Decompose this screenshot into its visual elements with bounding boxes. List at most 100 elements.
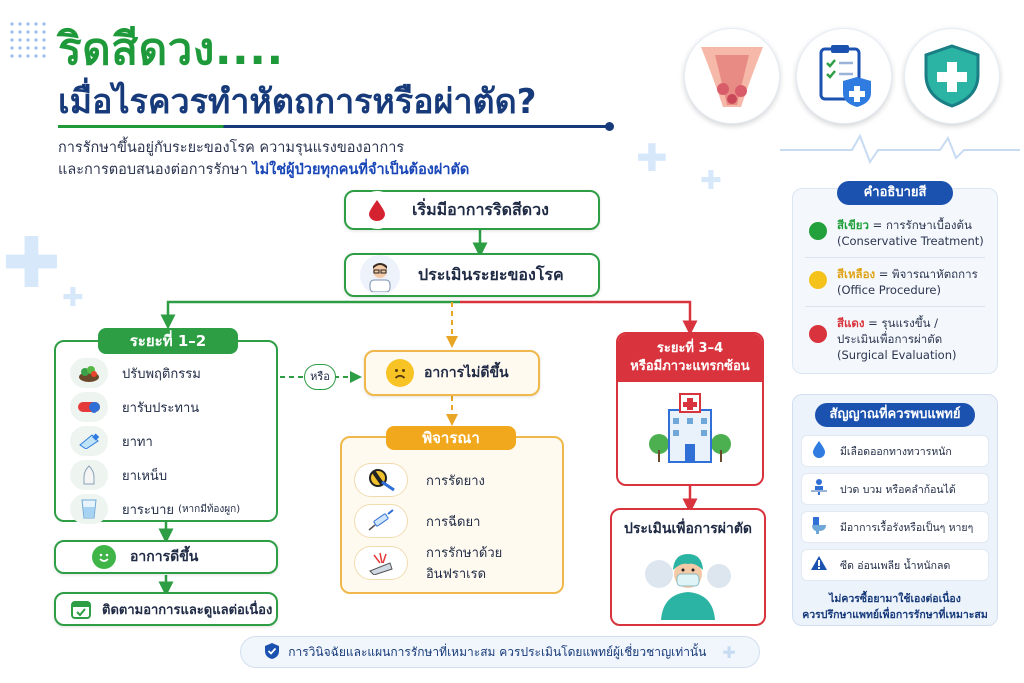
item-note: (หากมีท้องผูก) — [178, 503, 241, 515]
start-symptoms-box: เริ่มมีอาการริดสีดวง — [344, 190, 600, 230]
start-symptoms-label: เริ่มมีอาการริดสีดวง — [412, 199, 549, 219]
list-item: การรักษาด้วยอินฟราเรด — [354, 542, 558, 584]
medical-shield-icon — [904, 28, 1000, 124]
surgeon-icon — [612, 544, 764, 620]
legend-text: สีเหลือง = พิจารณาหัตถการ (Office Proced… — [837, 266, 978, 298]
warning-text: มีเลือดออกทางทวารหนัก — [840, 445, 952, 458]
water-glass-icon — [70, 494, 108, 524]
green-dot — [809, 222, 827, 240]
warning-item: มีอาการเรื้อรังหรือเป็นๆ หายๆ — [801, 511, 989, 543]
symptoms-better-label: อาการดีขึ้น — [130, 549, 199, 565]
legend-title: คำอธิบายสี — [837, 181, 953, 205]
item-label: ยาเหน็บ — [122, 468, 168, 484]
item-label: ยาทา — [122, 434, 153, 450]
smile-icon — [92, 545, 116, 569]
hospital-icon — [618, 392, 762, 464]
legend-item-green: สีเขียว = การรักษาเบื้องต้น (Conservativ… — [809, 217, 987, 249]
item-label: การรักษาด้วยอินฟราเรด — [426, 546, 503, 582]
warning-title: สัญญาณที่ควรพบแพทย์ — [815, 403, 975, 427]
stage34-sublabel: หรือมีภาวะแทรกซ้อน — [630, 359, 750, 374]
calendar-icon — [70, 598, 92, 620]
divider — [805, 306, 985, 307]
item-label: ปรับพฤติกรรม — [122, 366, 201, 382]
stage12-list: ปรับพฤติกรรม ยารับประทาน ยาทา ยาเหน็บ ยา… — [70, 356, 270, 526]
legend-line-2: ประเมินเพื่อการผ่าตัด — [837, 332, 943, 346]
shield-check-icon — [264, 642, 280, 663]
surgery-evaluation-label: ประเมินเพื่อการผ่าตัด — [623, 521, 753, 537]
toilet-icon — [808, 516, 830, 538]
warning-item: ปวด บวม หรือคลำก้อนได้ — [801, 473, 989, 505]
footer-banner: การวินิจฉัยและแผนการรักษาที่เหมาะสม ควรป… — [240, 636, 760, 668]
surgery-evaluation-panel: ประเมินเพื่อการผ่าตัด — [610, 508, 766, 626]
list-item: ยาระบาย (หากมีท้องผูก) — [70, 492, 270, 526]
sad-face-icon — [386, 359, 414, 387]
intro-text: การรักษาขึ้นอยู่กับระยะของโรค ความรุนแรง… — [58, 137, 469, 181]
decorative-plus-icon: ✚ — [700, 166, 722, 196]
or-badge: หรือ — [304, 364, 336, 390]
warning-note-line-1: ไม่ควรซื้อยามาใช้เองต่อเนื่อง — [829, 593, 961, 605]
list-item: การรัดยาง — [354, 460, 558, 500]
decorative-plus-icon: ✚ — [2, 222, 61, 304]
yellow-dot — [809, 271, 827, 289]
alert-icon — [808, 555, 830, 575]
clipboard-shield-icon — [796, 28, 892, 124]
legend-line: สีเขียว = การรักษาเบื้องต้น — [837, 218, 972, 232]
heartbeat-line — [780, 133, 1020, 165]
decorative-plus-icon: ✚ — [62, 283, 84, 313]
symptoms-not-better-label: อาการไม่ดีขึ้น — [424, 365, 509, 381]
syringe-icon — [354, 504, 408, 538]
page-subtitle-question: เมื่อไรควรทำหัตถการหรือผ่าตัด? — [58, 82, 537, 122]
decorative-plus-icon: ✚ — [636, 136, 668, 180]
follow-up-box: ติดตามอาการและดูแลต่อเนื่อง — [54, 592, 278, 626]
red-dot — [809, 325, 827, 343]
legend-item-red: สีแดง = รุนแรงขึ้น / ประเมินเพื่อการผ่าต… — [809, 315, 987, 363]
drop-icon — [808, 440, 830, 462]
list-item: ปรับพฤติกรรม — [70, 356, 270, 390]
legend-en: (Office Procedure) — [837, 283, 941, 297]
legend-en: (Conservative Treatment) — [837, 234, 984, 248]
item-label: ยาระบาย — [122, 502, 175, 518]
assess-stage-box: ประเมินระยะของโรค — [344, 253, 600, 297]
legend-text: สีเขียว = การรักษาเบื้องต้น (Conservativ… — [837, 217, 984, 249]
doctor-icon — [360, 255, 400, 295]
infrared-icon — [354, 546, 408, 580]
footer-plus-icon: ✚ — [722, 642, 736, 662]
warning-text: มีอาการเรื้อรังหรือเป็นๆ หายๆ — [840, 521, 974, 534]
page-title: ริดสีดวง.... — [58, 24, 284, 75]
pill-icon — [70, 392, 108, 422]
list-item: ยาเหน็บ — [70, 458, 270, 492]
item-label: ยารับประทาน — [122, 400, 200, 416]
anatomy-icon — [684, 28, 780, 124]
warning-signs-panel: สัญญาณที่ควรพบแพทย์ มีเลือดออกทางทวารหนั… — [792, 394, 998, 626]
legend-text: สีแดง = รุนแรงขึ้น / ประเมินเพื่อการผ่าต… — [837, 315, 956, 363]
intro-line-2: และการตอบสนองต่อการรักษา ไม่ใช่ผู้ป่วยทุ… — [58, 162, 470, 178]
legend-en: (Surgical Evaluation) — [837, 348, 957, 362]
symptoms-better-box: อาการดีขึ้น — [54, 540, 278, 574]
follow-up-label: ติดตามอาการและดูแลต่อเนื่อง — [102, 602, 273, 618]
rubber-band-icon — [354, 463, 408, 497]
legend-color-name: สีเขียว — [837, 218, 870, 232]
consider-label: พิจารณา — [386, 426, 516, 450]
list-item: ยาทา — [70, 424, 270, 458]
stage34-label: ระยะที่ 3–4 — [656, 341, 724, 356]
legend-line: สีแดง = รุนแรงขึ้น / — [837, 316, 938, 330]
ointment-icon — [70, 426, 108, 456]
vegetables-icon — [70, 358, 108, 388]
footer-text: การวินิจฉัยและแผนการรักษาที่เหมาะสม ควรป… — [288, 644, 707, 659]
stage34-panel: ระยะที่ 3–4 หรือมีภาวะแทรกซ้อน — [616, 332, 764, 486]
suppository-icon — [70, 460, 108, 490]
item-label: การฉีดยา — [426, 514, 481, 530]
pain-icon — [808, 478, 830, 500]
warning-note-line-2: ควรปรึกษาแพทย์เพื่อการรักษาที่เหมาะสม — [802, 609, 988, 621]
warning-note: ไม่ควรซื้อยามาใช้เองต่อเนื่อง ควรปรึกษาแ… — [793, 591, 997, 623]
warning-text: ซีด อ่อนเพลีย น้ำหนักลด — [840, 559, 951, 572]
item-label: การรัดยาง — [426, 473, 485, 489]
intro-line-1: การรักษาขึ้นอยู่กับระยะของโรค ความรุนแรง… — [58, 140, 405, 156]
blood-drop-icon — [358, 191, 396, 229]
consider-list: การรัดยาง การฉีดยา การรักษาด้วยอินฟราเรด — [354, 460, 558, 584]
assess-stage-label: ประเมินระยะของโรค — [418, 264, 564, 284]
title-underline — [58, 122, 614, 131]
legend-line: สีเหลือง = พิจารณาหัตถการ — [837, 267, 978, 281]
legend-color-name: สีเหลือง — [837, 267, 876, 281]
